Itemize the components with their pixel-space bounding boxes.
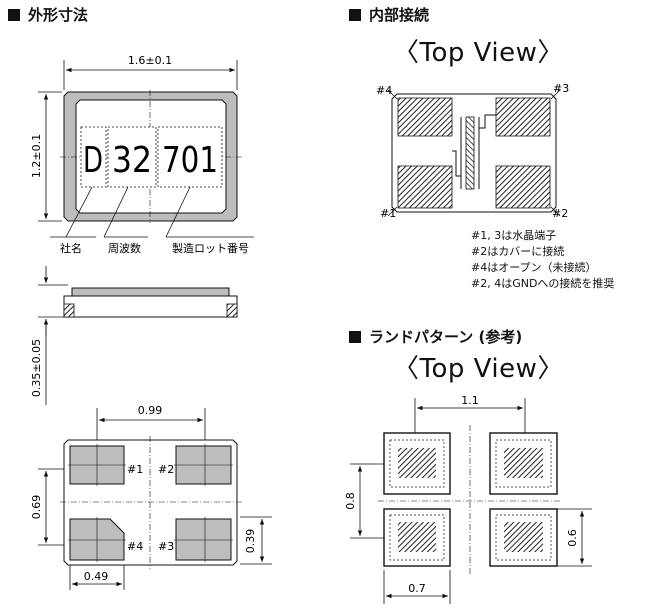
outline-side-view: 0.35±0.05 (30, 266, 238, 405)
internal-section-title: 内部接続 (349, 4, 429, 25)
internal-pad-2 (495, 165, 551, 209)
internal-title-text: 内部接続 (369, 6, 430, 24)
marking-box-lot (157, 126, 223, 188)
land-title-text: ランドパターン (参考) (369, 328, 523, 346)
land-pattern-diagram: 1.1 0.8 0.6 0.7 (344, 394, 592, 604)
internal-pad-3 (495, 97, 551, 137)
square-bullet-icon (8, 9, 20, 21)
outline-bottom-view: 0.99 0.69 0.39 0.49 #1 #2 #3 #4 (30, 404, 272, 590)
label-company: 社名 (60, 241, 82, 255)
land-pitch-x-text: 1.1 (461, 394, 479, 407)
land-pad-width-text: 0.7 (408, 582, 426, 595)
label-lot: 製造ロット番号 (172, 241, 249, 255)
side-terminal-right (226, 303, 238, 318)
pad-height-text: 0.39 (244, 529, 257, 554)
internal-notes: #1, 3は水晶端子 #2はカバーに接続 #4はオープン（未接続） #2, 4は… (471, 228, 614, 292)
note-line: #1, 3は水晶端子 (471, 229, 557, 242)
dimensions-title-text: 外形寸法 (28, 6, 89, 24)
land-top-view-label: 〈Top View〉 (393, 354, 564, 384)
square-bullet-icon (349, 9, 361, 21)
thickness-dimension-text: 0.35±0.05 (30, 339, 43, 397)
marking-box-frequency (107, 126, 157, 188)
internal-pin-3: #3 (553, 82, 569, 95)
note-line: #2はカバーに接続 (471, 245, 565, 258)
marking-lot-text: 701 (162, 140, 218, 181)
dimensions-section-title: 外形寸法 (8, 4, 88, 25)
land-pad-height-text: 0.6 (566, 529, 579, 547)
land-pitch-y-text: 0.8 (344, 492, 357, 510)
internal-top-view-label: 〈Top View〉 (393, 38, 564, 68)
side-body (63, 295, 238, 318)
land-terminal-3 (504, 448, 543, 478)
width-dimension-text: 1.6±0.1 (128, 54, 172, 67)
note-line: #2, 4はGNDへの接続を推奨 (471, 277, 615, 290)
internal-pin-1: #1 (380, 207, 396, 220)
pad-pitch-x-text: 0.99 (138, 404, 163, 417)
pad-width-text: 0.49 (84, 570, 109, 583)
land-terminal-2 (504, 522, 543, 552)
label-frequency: 周波数 (108, 242, 141, 255)
crystal-element (465, 116, 475, 190)
marking-company-text: D (83, 140, 103, 181)
pin-label-2: #2 (158, 463, 174, 476)
square-bullet-icon (349, 331, 361, 343)
side-terminal-left (63, 303, 75, 318)
internal-connection-diagram: #4 #3 #1 #2 (376, 82, 569, 220)
pin-label-3: #3 (158, 540, 174, 553)
pad-pitch-y-text: 0.69 (30, 495, 43, 520)
internal-pad-1 (397, 165, 453, 209)
land-terminal-4 (398, 448, 436, 478)
pad-3 (175, 518, 232, 561)
land-section-title: ランドパターン (参考) (349, 326, 522, 347)
marking-frequency-text: 32 (112, 140, 152, 181)
internal-pin-4: #4 (376, 84, 392, 97)
pin-label-1: #1 (127, 463, 143, 476)
internal-pin-2: #2 (552, 207, 568, 220)
note-line: #4はオープン（未接続） (471, 261, 597, 274)
land-terminal-1 (398, 522, 436, 552)
pin-label-4: #4 (127, 540, 143, 553)
internal-pad-4 (397, 97, 453, 137)
height-dimension-text: 1.2±0.1 (30, 134, 43, 178)
outline-top-view: 1.6±0.1 1.2±0.1 D 32 701 社名 周波数 製造ロット番号 (30, 54, 254, 255)
marking-box-company (80, 126, 107, 188)
